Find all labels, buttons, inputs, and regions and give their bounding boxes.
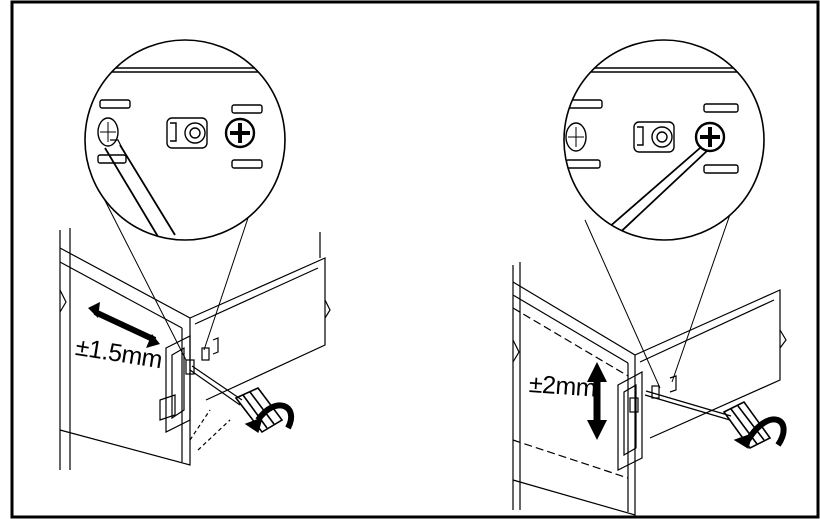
right-adjust-arrow: [587, 362, 607, 440]
left-bracket: [165, 335, 191, 433]
left-slot-bl: [97, 154, 127, 164]
left-slot-br: [231, 159, 263, 169]
outer-frame: [10, 0, 820, 519]
right-slot-br: [703, 164, 739, 174]
left-panel: [59, 174, 331, 470]
right-screwdriver-shaft: [644, 394, 731, 421]
left-adjust-screw-icon: [97, 117, 119, 147]
right-zoom-circle: [563, 39, 765, 241]
left-screwdriver-shaft: [189, 369, 241, 406]
right-adjust-screw-icon: [565, 122, 587, 152]
right-drawer-front: [512, 281, 636, 516]
right-open-screw-icon: [633, 121, 675, 153]
left-phillips-screw-icon: [224, 117, 256, 149]
left-open-screw-icon: [166, 117, 208, 149]
left-zoom-cone: [91, 174, 249, 361]
right-zoom-screwdriver: [599, 147, 709, 240]
right-adjust-label: ±2mm: [528, 370, 598, 403]
left-rotation-arrow: [255, 402, 295, 430]
left-drawer-side: [189, 257, 326, 401]
right-panel: [512, 199, 787, 516]
left-adjust-arrow: [88, 302, 160, 348]
left-zoom-circle: [84, 39, 286, 241]
right-rotation-arrow: [745, 416, 787, 447]
left-slot-tr: [231, 104, 263, 114]
right-cabinet-side: [512, 262, 521, 510]
right-phillips-screw-icon: [694, 121, 726, 153]
left-zoom-screwdriver: [104, 144, 176, 240]
right-slot-tr: [703, 103, 739, 113]
right-zoom-cone: [584, 199, 736, 389]
right-bracket: [617, 370, 643, 471]
right-drawer-side: [634, 289, 781, 439]
left-slot-tl: [99, 99, 131, 109]
